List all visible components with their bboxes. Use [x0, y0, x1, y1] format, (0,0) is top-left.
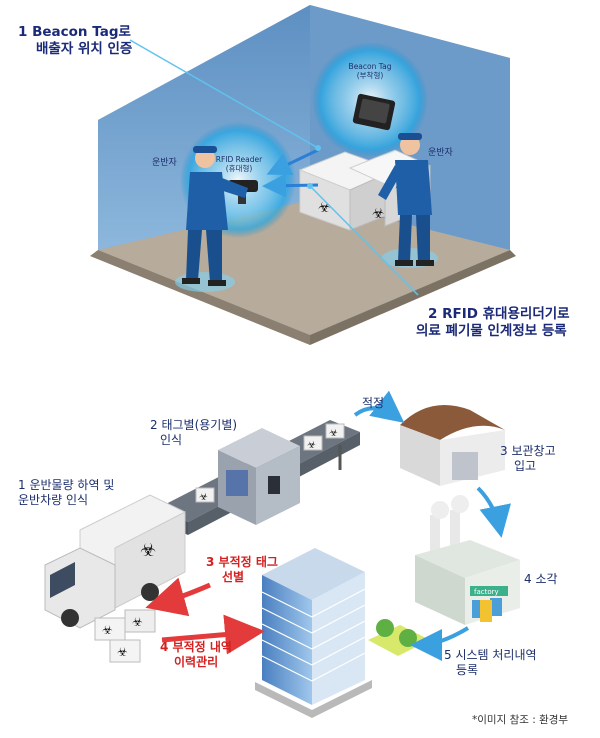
- label-beacon-line2: 배출자 위치 인증: [36, 41, 133, 57]
- arrow-history: [161, 614, 265, 655]
- step1-label: 1 운반물량 하역 및 운반차량 인식: [18, 478, 114, 508]
- beacon-tag-label: Beacon Tag (부착형): [340, 62, 400, 80]
- conveyor-boxes: ☣ ☣ ☣: [195, 423, 345, 503]
- step1-line2: 운반차량 인식: [18, 493, 89, 507]
- arrow-to-warehouse: [353, 390, 405, 423]
- step3-reject-line1: 3 부적정 태그: [206, 555, 278, 569]
- step3-reject-line2: 선별: [222, 570, 245, 584]
- svg-text:☣: ☣: [307, 440, 316, 451]
- step4-history-line2: 이력관리: [174, 655, 219, 669]
- label-rfid-line2: 의료 폐기물 인계정보 등록: [416, 323, 567, 339]
- arrow-to-factory: [476, 486, 511, 538]
- step2-label: 2 태그별(용기별) 인식: [150, 418, 237, 448]
- rfid-reader-title: RFID Reader: [215, 155, 263, 164]
- step5-line2: 등록: [456, 663, 479, 677]
- svg-text:☣: ☣: [102, 623, 113, 637]
- svg-text:☣: ☣: [199, 492, 208, 503]
- label-rfid-step: 2 RFID 휴대용리더기로 의료 폐기물 인계정보 등록: [416, 306, 570, 340]
- label-beacon-step: 1 Beacon Tag로 배출자 위치 인증: [18, 24, 132, 58]
- step5-label: 5 시스템 처리내역 등록: [444, 648, 537, 678]
- label-rfid-line1: 2 RFID 휴대용리더기로: [428, 306, 570, 322]
- step1-line1: 1 운반물량 하역 및: [18, 478, 115, 492]
- step2-line2: 인식: [160, 433, 183, 447]
- rfid-reader-subtitle: (휴대형): [225, 164, 253, 173]
- step4-history-line1: 4 부적정 내역: [160, 640, 232, 654]
- step3-reject-label: 3 부적정 태그 선별: [206, 555, 278, 585]
- management-building: [255, 548, 372, 718]
- step3-line2: 입고: [514, 459, 537, 473]
- step4-incinerate-label: 4 소각: [524, 572, 558, 586]
- step4-history-label: 4 부적정 내역 이력관리: [160, 640, 232, 670]
- svg-text:☣: ☣: [318, 200, 331, 216]
- arrow-reject: [145, 577, 211, 617]
- rfid-gate-scanner: [218, 428, 300, 525]
- green-park: [368, 619, 430, 656]
- beacon-tag-device: [352, 93, 396, 131]
- worker-right-label: 운반자: [428, 148, 453, 158]
- rfid-reader-label: RFID Reader (휴대형): [208, 155, 270, 173]
- rejected-boxes: ☣ ☣ ☣: [94, 609, 156, 663]
- svg-text:☣: ☣: [329, 428, 338, 439]
- worker-right: [378, 133, 434, 266]
- beacon-signal-arrow: [266, 148, 319, 176]
- svg-text:☣: ☣: [132, 615, 143, 629]
- factory-sign: factory: [474, 588, 499, 596]
- svg-text:☣: ☣: [140, 540, 156, 561]
- beacon-tag-title: Beacon Tag: [348, 62, 392, 71]
- step3-label: 3 보관창고 입고: [500, 444, 556, 474]
- worker-left: [182, 146, 248, 286]
- step-ok-label: 적정: [362, 396, 385, 410]
- beacon-tag-subtitle: (부착형): [356, 71, 384, 80]
- footnote: *이미지 참조 : 환경부: [472, 714, 569, 726]
- worker-left-label: 운반자: [152, 158, 177, 168]
- arrow-to-system: [410, 626, 470, 661]
- incinerator-factory: [415, 495, 520, 625]
- step3-line1: 3 보관창고: [500, 444, 556, 458]
- transport-truck: ☣: [44, 494, 186, 629]
- label-beacon-line1: 1 Beacon Tag로: [18, 24, 131, 40]
- step2-line1: 2 태그별(용기별): [150, 418, 238, 432]
- storage-warehouse: [400, 405, 505, 486]
- step5-line1: 5 시스템 처리내역: [444, 648, 537, 662]
- svg-text:☣: ☣: [117, 645, 128, 659]
- svg-text:☣: ☣: [372, 206, 385, 222]
